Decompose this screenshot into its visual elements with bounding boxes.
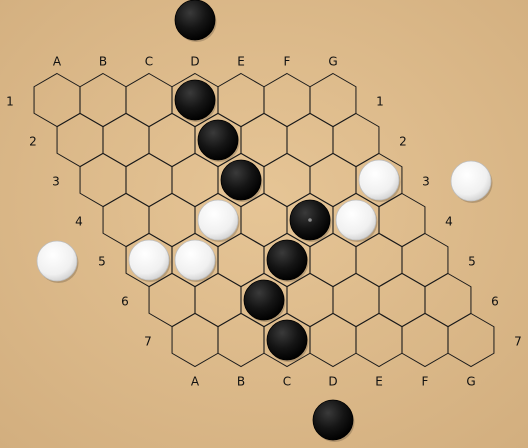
row-label-left-1: 1: [6, 95, 14, 109]
side-stone-top-black: [174, 0, 217, 42]
column-label-bottom-F: F: [422, 375, 429, 389]
black-stone-C6: [243, 279, 286, 322]
column-label-top-D: D: [190, 55, 199, 69]
row-label-left-4: 4: [75, 215, 83, 229]
white-stone-B5: [174, 239, 217, 282]
side-stone-right-white: [450, 160, 493, 203]
hex-grid: [33, 72, 495, 368]
last-move-marker: [308, 218, 312, 222]
row-label-left-7: 7: [144, 335, 152, 349]
row-label-right-7: 7: [514, 335, 522, 349]
side-stone-left-white: [36, 240, 79, 283]
white-stone-C4: [197, 199, 240, 242]
white-stone-F4: [335, 199, 378, 242]
column-label-bottom-C: C: [283, 375, 291, 389]
row-label-right-5: 5: [468, 255, 476, 269]
column-label-bottom-D: D: [328, 375, 337, 389]
row-label-left-3: 3: [52, 175, 60, 189]
coordinate-labels: A A B B C C D D E E F F G G 1 1 2 2 3 3 4 4 5 5 6 6 7 7: [6, 55, 522, 389]
column-label-top-E: E: [237, 55, 245, 69]
column-label-top-G: G: [328, 55, 337, 69]
black-stone-D1: [174, 79, 217, 122]
column-label-bottom-B: B: [237, 375, 245, 389]
side-stones-layer: [36, 0, 493, 442]
white-stone-G3: [358, 159, 401, 202]
side-stone-bottom-black: [312, 399, 355, 442]
black-stone-D2: [197, 119, 240, 162]
black-stone-C7: [266, 319, 309, 362]
white-stone-A5: [128, 239, 171, 282]
hex-cell-G7[interactable]: [447, 312, 495, 368]
column-label-top-F: F: [284, 55, 291, 69]
row-label-right-1: 1: [376, 95, 384, 109]
black-stone-D3: [220, 159, 263, 202]
row-label-right-3: 3: [422, 175, 430, 189]
stones-layer: [128, 79, 401, 362]
column-label-top-C: C: [145, 55, 153, 69]
column-label-bottom-A: A: [191, 375, 200, 389]
row-label-right-6: 6: [491, 295, 499, 309]
black-stone-E4: [289, 199, 332, 242]
row-label-left-5: 5: [98, 255, 106, 269]
column-label-bottom-E: E: [375, 375, 383, 389]
column-label-top-A: A: [53, 55, 62, 69]
column-label-top-B: B: [99, 55, 107, 69]
column-label-bottom-G: G: [466, 375, 475, 389]
row-label-right-2: 2: [399, 135, 407, 149]
black-stone-D5: [266, 239, 309, 282]
row-label-left-2: 2: [29, 135, 37, 149]
row-label-left-6: 6: [121, 295, 129, 309]
row-label-right-4: 4: [445, 215, 453, 229]
